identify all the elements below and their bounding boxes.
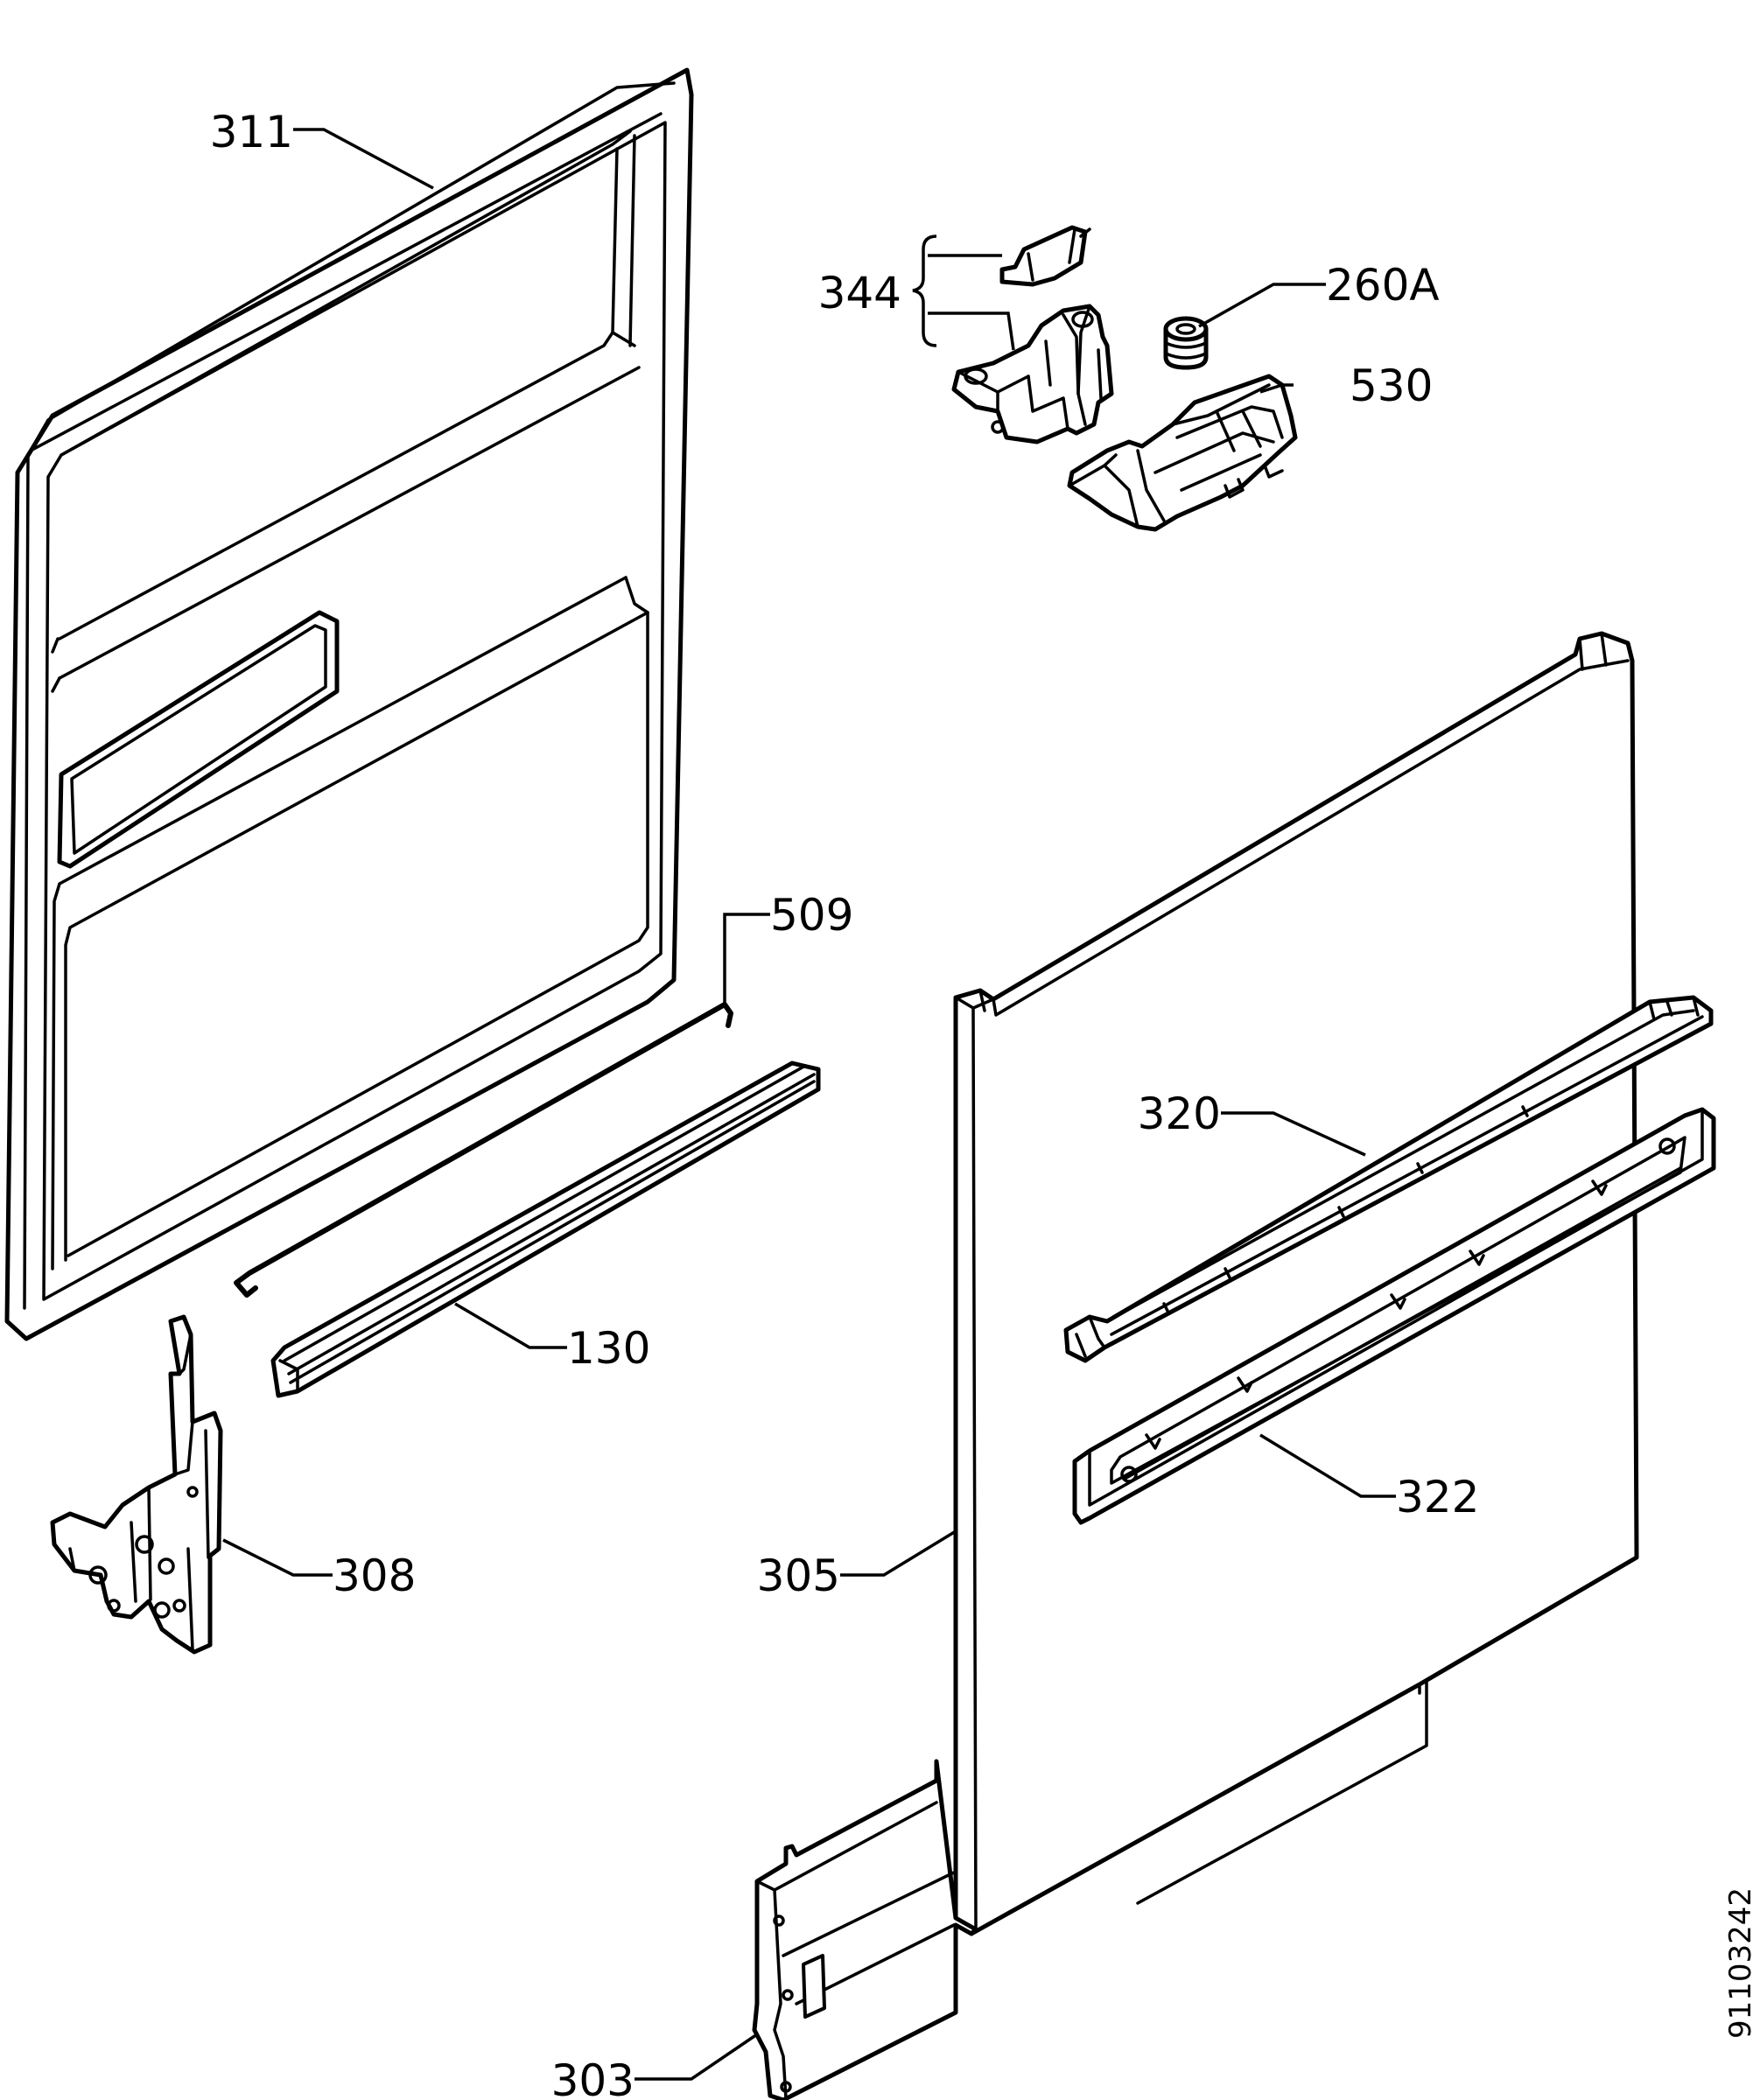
leader-305	[840, 1530, 957, 1577]
part-320-upper-rail	[1063, 995, 1714, 1363]
document-number: 91103242	[1723, 1887, 1758, 2039]
label-344: 344	[818, 268, 901, 318]
part-311-inner-door	[4, 67, 694, 1341]
part-260a-nut	[1163, 316, 1209, 370]
part-509-wire	[234, 1002, 733, 1298]
leader-509	[723, 913, 770, 1004]
leader-530	[1259, 383, 1294, 394]
leader-308	[222, 1538, 333, 1577]
leader-322	[1259, 1433, 1396, 1498]
brace-344	[912, 234, 937, 347]
leader-lines	[222, 128, 1396, 2081]
label-308: 308	[333, 1550, 416, 1601]
leader-260a	[1198, 283, 1326, 328]
part-130-seal-strip	[270, 1060, 821, 1398]
label-130: 130	[567, 1323, 650, 1374]
label-260a: 260A	[1326, 260, 1440, 311]
leader-344-lower	[928, 312, 1015, 351]
label-311: 311	[210, 107, 293, 158]
part-305-outer-door	[953, 631, 1639, 1936]
part-308-hinge	[50, 1314, 223, 1655]
leader-311	[293, 128, 434, 190]
label-322: 322	[1396, 1472, 1479, 1522]
part-344-lock-assembly	[951, 225, 1114, 444]
part-322-lower-rail	[1072, 1107, 1716, 1525]
label-320: 320	[1138, 1088, 1221, 1139]
label-305: 305	[757, 1550, 840, 1601]
leader-130	[454, 1302, 567, 1349]
part-labels: 311 344 260A 530 509 130 320 322 308 305…	[210, 107, 1480, 2100]
leader-320	[1221, 1111, 1366, 1157]
part-530-handle	[1067, 374, 1298, 532]
label-530: 530	[1350, 360, 1433, 411]
label-509: 509	[770, 890, 853, 941]
part-303-kick-plate	[752, 1759, 978, 2100]
leader-303	[635, 2033, 758, 2081]
label-303: 303	[551, 2055, 635, 2100]
